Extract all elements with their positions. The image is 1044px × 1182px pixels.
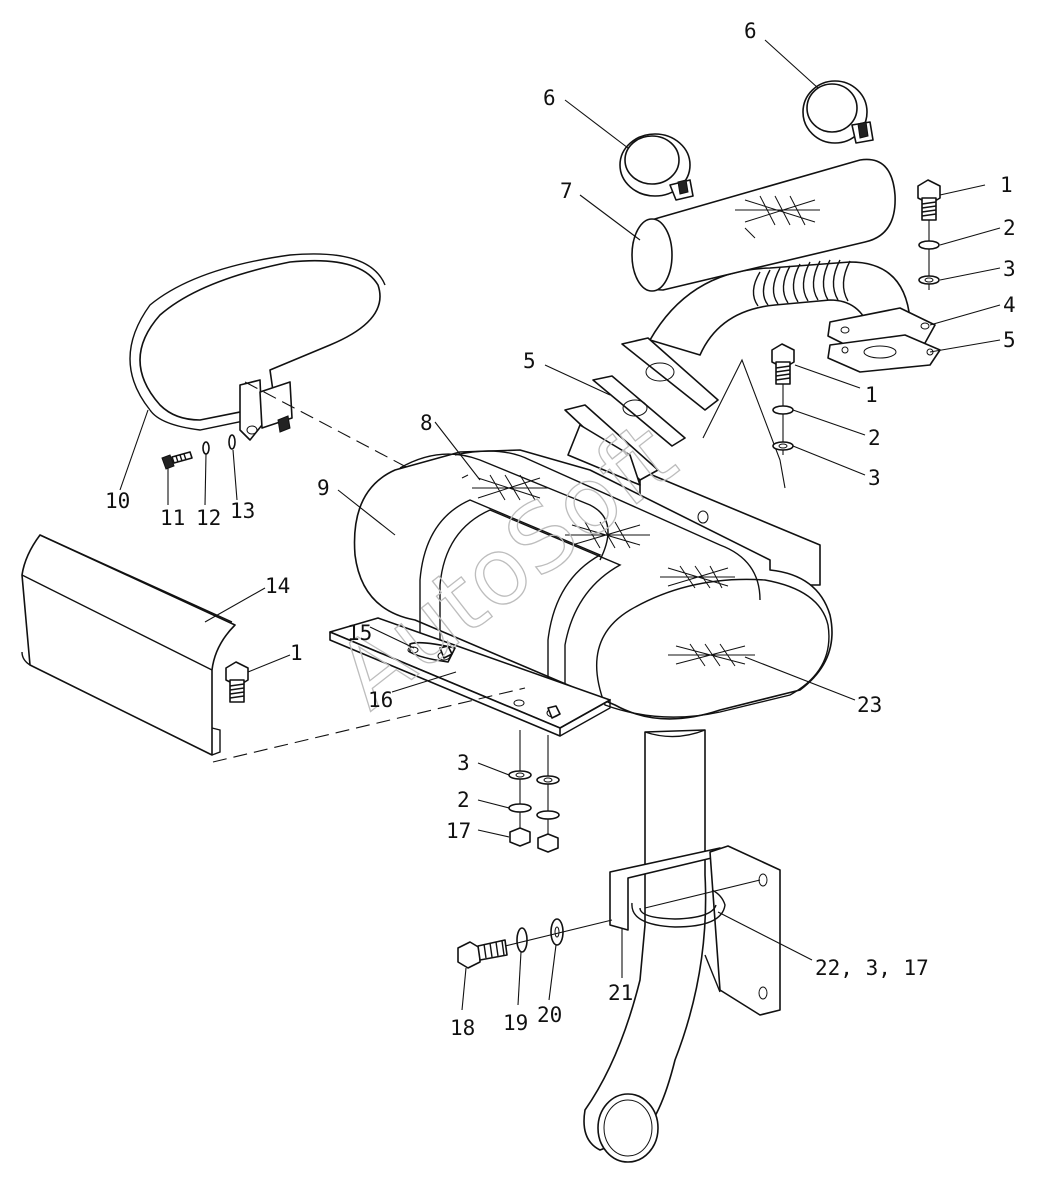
alignment-line-shield (244, 381, 413, 471)
callout-16: 16 (368, 688, 393, 712)
bolt-top-right (917, 179, 941, 290)
callout-6-left: 6 (543, 86, 556, 110)
exhaust-elbow-pipe (649, 259, 911, 356)
callout-5-left: 5 (523, 349, 536, 373)
callout-10: 10 (105, 489, 130, 513)
callout-21: 21 (608, 981, 633, 1005)
callout-2-low: 2 (457, 788, 470, 812)
callout-2-top: 2 (1003, 216, 1016, 240)
plate-fastener-stack (508, 730, 560, 853)
callout-22-3-17: 22, 3, 17 (815, 956, 929, 980)
callout-18: 18 (450, 1016, 475, 1040)
callout-3-mid: 3 (868, 466, 881, 490)
muffler-inlet-flange (564, 404, 659, 486)
bolt-middle (771, 343, 795, 455)
flexible-tube (631, 158, 896, 292)
tail-pipe (583, 729, 707, 1163)
callout-1-low: 1 (290, 641, 303, 665)
callout-20: 20 (537, 1003, 562, 1027)
callout-3-low: 3 (457, 751, 470, 775)
callout-2-mid: 2 (868, 426, 881, 450)
tailpipe-u-clamp (631, 879, 761, 928)
callout-13: 13 (230, 499, 255, 523)
mounting-plate (329, 617, 611, 737)
callout-1-mid: 1 (865, 383, 878, 407)
bolt-front-shield (225, 661, 249, 703)
callout-12: 12 (196, 506, 221, 530)
muffler-vent-marks (461, 474, 755, 667)
callout-23: 23 (857, 693, 882, 717)
front-heat-shield (21, 534, 236, 756)
gasket-left (592, 375, 686, 447)
callout-11: 11 (160, 506, 185, 530)
hose-clamp-left (619, 133, 694, 201)
callout-19: 19 (503, 1011, 528, 1035)
callout-8: 8 (420, 411, 433, 435)
callout-14: 14 (265, 574, 290, 598)
callout-5-right: 5 (1003, 328, 1016, 352)
hose-clamp-right (802, 80, 874, 144)
elbow-pipe-flange-lower (621, 337, 719, 411)
callout-6-right: 6 (744, 19, 757, 43)
callout-7: 7 (560, 179, 573, 203)
leader-lines (119, 39, 1001, 1011)
callout-15: 15 (347, 621, 372, 645)
shield-bolt-set (161, 434, 236, 470)
callout-4: 4 (1003, 293, 1016, 317)
gasket-right (827, 334, 941, 373)
callout-9: 9 (317, 476, 330, 500)
callout-labels: 1 2 3 4 5 6 6 7 1 2 3 5 8 9 10 11 12 13 … (105, 19, 1016, 1040)
callout-3-top: 3 (1003, 257, 1016, 281)
bracket-bolt-set (457, 918, 613, 969)
heat-shield-oval (129, 253, 386, 441)
gasket-alignment-line (702, 358, 786, 489)
callout-1-top: 1 (1000, 173, 1013, 197)
callout-17: 17 (446, 819, 471, 843)
alignment-line-front (212, 687, 526, 763)
